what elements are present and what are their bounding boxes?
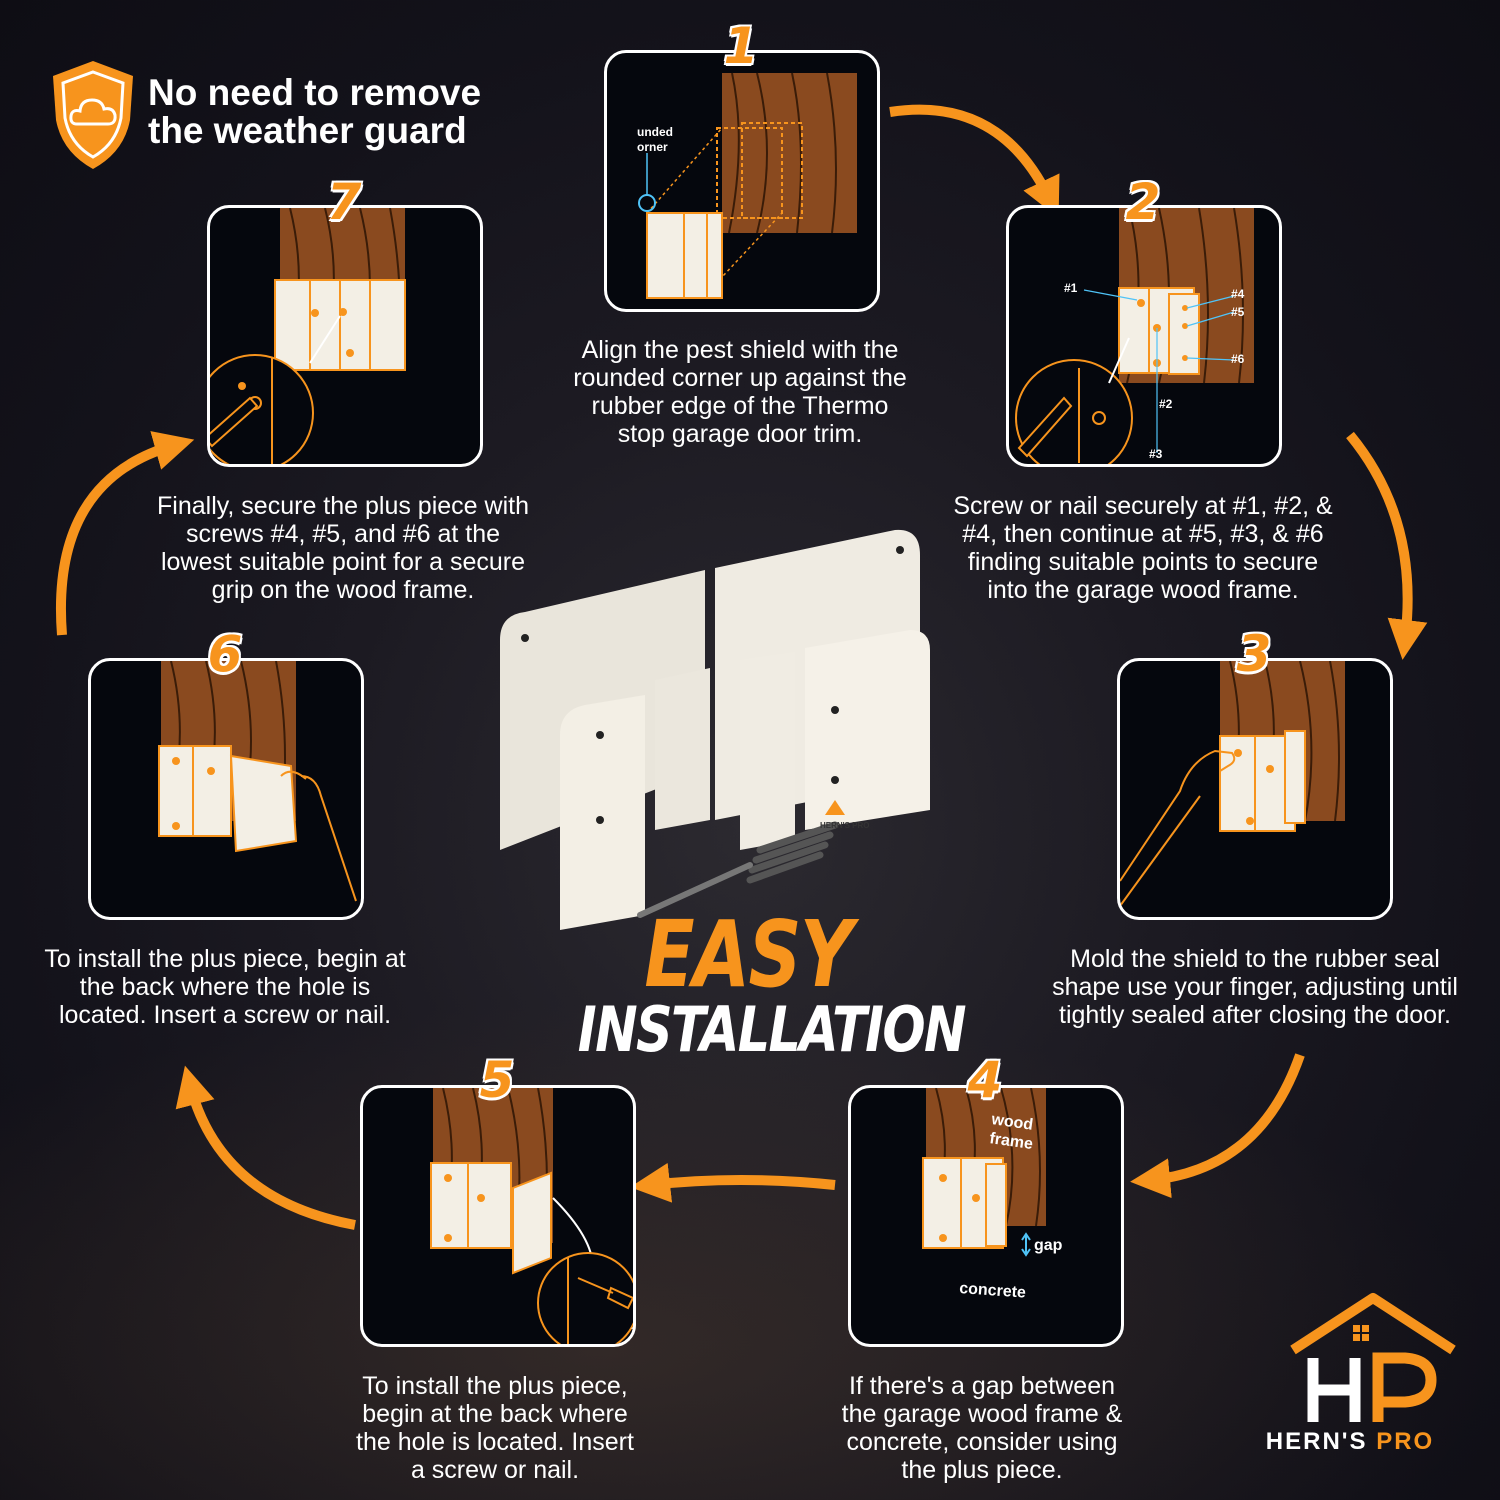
step-3-illustration xyxy=(1120,661,1345,907)
step-3-caption-line: Mold the shield to the rubber seal xyxy=(1070,945,1440,973)
brand-name: HERN'S PRO xyxy=(1225,1428,1475,1456)
step-3-panel xyxy=(1117,658,1393,920)
step-2-label-3: #3 xyxy=(1149,447,1163,461)
step-4-label-wood: wood xyxy=(989,1111,1034,1134)
step-4-caption-line: the plus piece. xyxy=(901,1456,1063,1484)
step-1-caption-line: Align the pest shield with the xyxy=(581,336,899,364)
step-1-illustration: unded orner xyxy=(637,72,857,299)
step-1-caption-line: stop garage door trim. xyxy=(617,420,863,448)
step-2-label-2: #2 xyxy=(1159,397,1173,411)
step-6-panel xyxy=(88,658,364,920)
step-7-caption-line: grip on the wood frame. xyxy=(211,576,475,604)
step-5-panel: 3x xyxy=(360,1085,636,1347)
step-2-illustration: #1 #2 #3 #4 #5 #6 3x xyxy=(1015,208,1254,464)
step-1-caption: Align the pest shield with the rounded c… xyxy=(515,336,965,448)
product-logo-text: HERN'S PRO xyxy=(820,821,869,830)
step-5-caption-line: a screw or nail. xyxy=(410,1456,580,1484)
step-1-caption-line: rubber edge of the Thermo xyxy=(591,392,889,420)
step-1-caption-line: rounded corner up against the xyxy=(573,364,907,392)
step-7-caption-line: screws #4, #5, and #6 at the xyxy=(185,520,501,548)
step-6-number: 6 xyxy=(207,625,243,683)
product-illustration: HERN'S PRO xyxy=(500,529,930,930)
step-4-caption: If there's a gap between the garage wood… xyxy=(782,1372,1182,1484)
step-7-caption: Finally, secure the plus piece with scre… xyxy=(108,492,578,604)
step-4-caption-line: the garage wood frame & xyxy=(841,1400,1123,1428)
headline: No need to remove the weather guard xyxy=(148,74,481,150)
step-2-panel: #1 #2 #3 #4 #5 #6 3x xyxy=(1006,205,1282,467)
brand-logo-icon xyxy=(1290,1293,1456,1422)
step-6-caption-line: the back where the hole is xyxy=(79,973,371,1001)
step-2-label-4: #4 xyxy=(1231,287,1245,301)
step-5-caption-line: the hole is located. Insert xyxy=(356,1428,634,1456)
step-4-illustration: wood frame gap concrete xyxy=(922,1088,1063,1302)
step-2-caption: Screw or nail securely at #1, #2, & #4, … xyxy=(910,492,1376,604)
step-5-illustration: 3x xyxy=(430,1088,633,1344)
step-4-panel: wood frame gap concrete xyxy=(848,1085,1124,1347)
step-5-caption-line: begin at the back where xyxy=(362,1400,628,1428)
step-3-number: 3 xyxy=(1236,625,1272,683)
step-2-label-6: #6 xyxy=(1231,352,1245,366)
background-shade xyxy=(0,1000,1500,1500)
step-2-caption-line: #4, then continue at #5, #3, & #6 xyxy=(962,520,1324,548)
step-3-caption: Mold the shield to the rubber seal shape… xyxy=(985,945,1500,1029)
step-1-label-corner-2: orner xyxy=(637,140,668,154)
step-4-label-gap: gap xyxy=(1034,1237,1063,1254)
step-2-caption-line: Screw or nail securely at #1, #2, & xyxy=(953,492,1333,520)
step-6-caption-line: located. Insert a screw or nail. xyxy=(58,1001,392,1029)
brand-name-part-2: PRO xyxy=(1376,1428,1435,1455)
step-4-number: 4 xyxy=(967,1051,1003,1109)
step-4-label-concrete: concrete xyxy=(959,1280,1027,1302)
brand-name-part-1: HERN'S xyxy=(1265,1428,1368,1455)
step-2-caption-line: finding suitable points to secure xyxy=(967,548,1319,576)
step-7-caption-line: Finally, secure the plus piece with xyxy=(157,492,529,520)
headline-line-2: the weather guard xyxy=(148,110,467,151)
step-4-caption-line: If there's a gap between xyxy=(848,1372,1116,1400)
step-1-panel: unded orner xyxy=(604,50,880,312)
step-2-number: 2 xyxy=(1125,173,1161,231)
step-3-caption-line: tightly sealed after closing the door. xyxy=(1059,1001,1451,1029)
step-2-label-5: #5 xyxy=(1231,305,1245,319)
title-installation: INSTALLATION xyxy=(577,993,967,1066)
step-6-illustration xyxy=(158,661,357,902)
step-6-caption: To install the plus piece, begin at the … xyxy=(0,945,450,1029)
step-1-label-corner-1: unded xyxy=(637,125,673,139)
step-5-number: 5 xyxy=(479,1051,515,1109)
step-7-panel: 3x xyxy=(207,205,483,467)
step-3-caption-line: shape use your finger, adjusting until xyxy=(1052,973,1458,1001)
step-1-number: 1 xyxy=(723,17,759,75)
step-5-count: 3x xyxy=(631,1323,633,1339)
weather-guard-shield-icon xyxy=(50,58,136,172)
step-7-number: 7 xyxy=(326,173,362,231)
step-5-caption-line: To install the plus piece, xyxy=(362,1372,628,1400)
headline-line-1: No need to remove xyxy=(148,72,482,113)
step-6-caption-line: To install the plus piece, begin at xyxy=(44,945,406,973)
step-4-label-frame: frame xyxy=(988,1130,1034,1153)
step-7-illustration: 3x xyxy=(210,208,406,464)
arrow-1-to-2 xyxy=(889,104,1060,219)
step-2-label-1: #1 xyxy=(1064,281,1078,295)
step-5-caption: To install the plus piece, begin at the … xyxy=(300,1372,690,1484)
step-2-caption-line: into the garage wood frame. xyxy=(987,576,1299,604)
step-7-caption-line: lowest suitable point for a secure xyxy=(160,548,526,576)
title-easy: EASY xyxy=(644,901,853,1008)
step-4-caption-line: concrete, consider using xyxy=(846,1428,1118,1456)
